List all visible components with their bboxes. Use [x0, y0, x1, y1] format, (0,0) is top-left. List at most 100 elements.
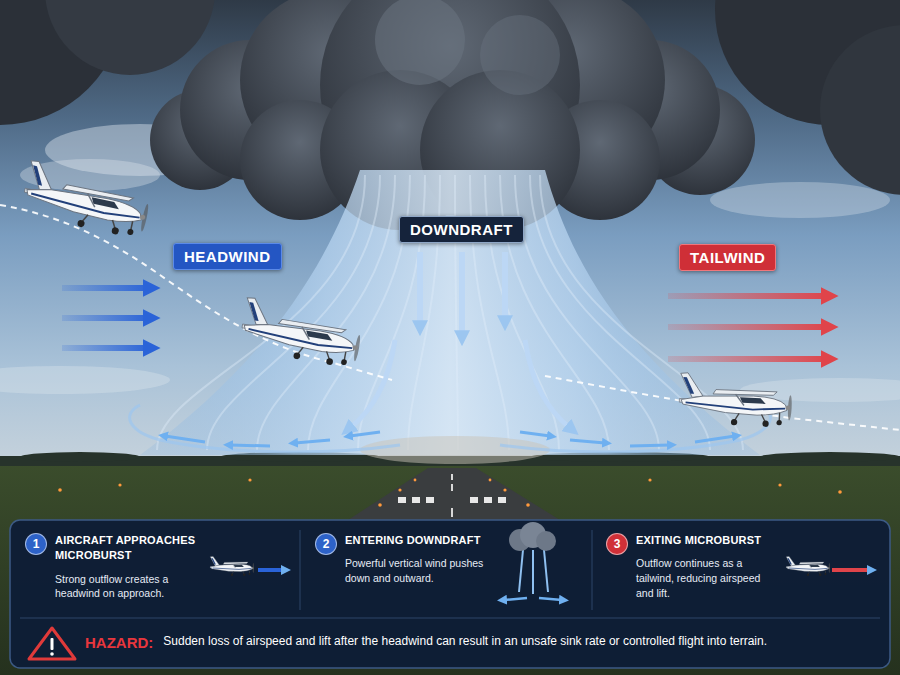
wind-label-text: TAILWIND [690, 249, 765, 266]
downdraft-column [257, 175, 395, 450]
ground [760, 452, 900, 462]
step-icon-exit [832, 568, 870, 572]
downdraft-column [157, 175, 743, 450]
runway [398, 488, 401, 491]
runway [451, 508, 453, 517]
storm-cloud [820, 25, 900, 195]
heading-text: HAZARD: [85, 634, 153, 651]
runway [378, 503, 382, 507]
step-icon-downdraft [519, 550, 523, 592]
outflow-arrows [165, 436, 205, 442]
info-panel [10, 520, 890, 668]
body-text: Sudden loss of airspeed and lift after t… [163, 634, 880, 650]
downdraft-arrows [459, 252, 465, 335]
runway [526, 503, 530, 507]
outflow-arrows [230, 445, 270, 446]
tailwind-arrows [668, 296, 826, 359]
headwind-arrows [62, 345, 148, 351]
downdraft-column [308, 175, 410, 450]
wind-label: DOWNDRAFT [399, 216, 524, 243]
storm-cloud [375, 0, 465, 85]
callout-number: 2 [323, 537, 330, 551]
step-panel: EXITING MICROBURSTOutflow continues as a… [601, 533, 778, 600]
downdraft-column [207, 175, 380, 450]
step-icon-downdraft [504, 522, 562, 600]
aircraft [20, 160, 154, 240]
step-icon-downdraft [532, 550, 534, 594]
outflow-arrows [165, 432, 735, 446]
outflow-arrows [630, 445, 670, 446]
warning-triangle [29, 628, 75, 659]
outflow-arrows [520, 432, 550, 436]
flight-path [0, 205, 392, 380]
tailwind-arrows [668, 356, 826, 362]
runway [648, 478, 651, 481]
tailwind-arrows [668, 293, 826, 299]
info-panel [10, 520, 890, 668]
outflow-arrows [295, 440, 330, 443]
wind-label-text: HEADWIND [184, 248, 271, 265]
callout-number: 3 [606, 533, 628, 555]
downdraft-column [530, 175, 710, 450]
aircraft [238, 297, 364, 370]
runway [118, 483, 121, 486]
step-icon-downdraft [544, 550, 548, 592]
runway [348, 468, 560, 520]
callout-number: 1 [25, 533, 47, 555]
runway [484, 497, 492, 503]
downdraft-column [130, 405, 400, 452]
flight-path [0, 205, 900, 430]
info-panel [20, 618, 880, 619]
runway [398, 497, 406, 503]
info-panel [592, 530, 593, 610]
runway [489, 479, 492, 482]
downdraft-column [360, 436, 550, 464]
aircraft [678, 372, 793, 428]
step-icon-exit [786, 556, 870, 575]
heading-text: AIRCRAFT APPROACHES MICROBURST [55, 533, 203, 564]
downdraft-arrows [525, 340, 570, 428]
warning-triangle [51, 638, 54, 650]
info-panel [300, 530, 301, 610]
ground [0, 452, 900, 675]
step-icon-exit [786, 556, 830, 575]
callout-number: 1 [33, 537, 40, 551]
runway [838, 490, 842, 494]
runway [58, 488, 62, 492]
heading-text: EXITING MICROBURST [636, 533, 778, 548]
warning-triangle [29, 628, 75, 659]
aircraft [20, 160, 793, 428]
headwind-arrows [62, 315, 148, 321]
sky [0, 366, 170, 394]
runway [451, 474, 453, 480]
downdraft-arrows [350, 252, 570, 428]
runway [426, 497, 434, 503]
outflow-arrows [695, 436, 735, 442]
runway [412, 497, 420, 503]
heading-text: ENTERING DOWNDRAFT [345, 533, 485, 548]
downdraft-arrows [417, 252, 423, 325]
wind-label: TAILWIND [679, 244, 776, 271]
runway [470, 497, 478, 503]
downdraft-column [140, 170, 760, 455]
runway [414, 479, 417, 482]
wind-label: HEADWIND [173, 243, 282, 270]
headwind-arrows [62, 285, 148, 291]
runway [58, 468, 842, 520]
outflow-arrows [350, 432, 380, 436]
outflow-arrows [570, 440, 605, 443]
storm-cloud [45, 0, 215, 75]
step-icon-downdraft [539, 598, 562, 600]
runway [451, 484, 453, 491]
step-icon-downdraft [504, 598, 527, 600]
wind-label-text: DOWNDRAFT [410, 221, 513, 238]
step-icon-approach [210, 556, 254, 575]
body-text: Powerful vertical wind pushes down and o… [345, 556, 485, 585]
sky [710, 182, 890, 218]
ground [20, 452, 140, 462]
step-panel: ENTERING DOWNDRAFT Powerful vertical wind… [310, 533, 485, 586]
runway [778, 483, 781, 486]
callout-number: 3 [614, 537, 621, 551]
step-icon-approach [258, 568, 284, 572]
ground [0, 460, 900, 675]
